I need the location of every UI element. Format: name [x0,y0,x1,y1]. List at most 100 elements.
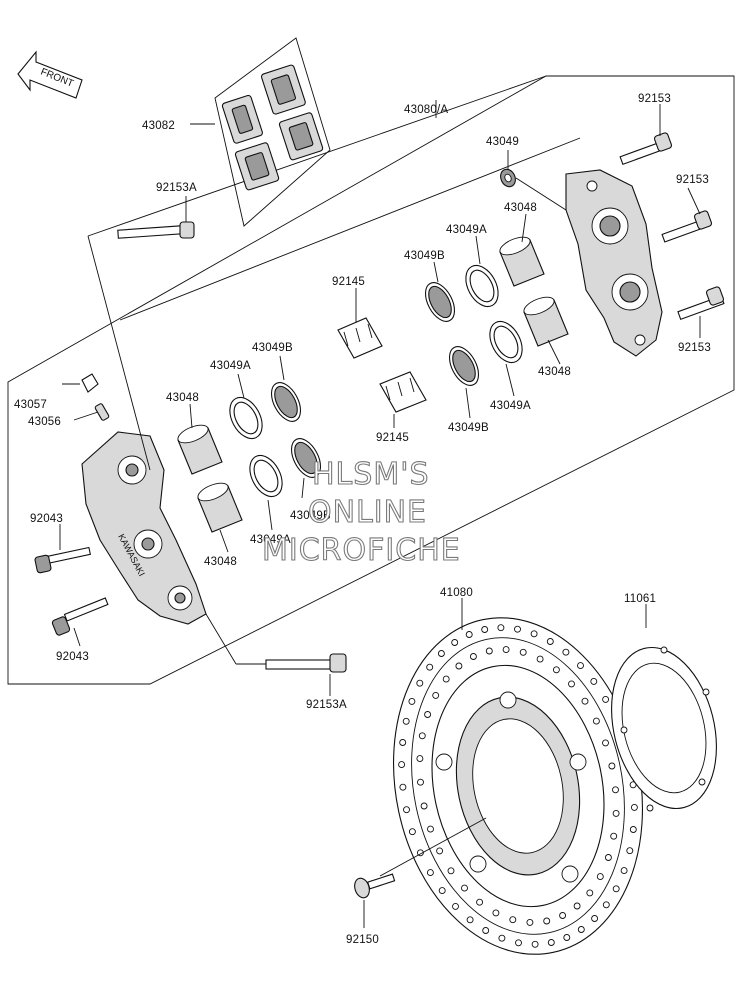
disc-drill-hole [608,762,616,770]
disc-drill-hole [573,902,581,910]
right-caliper-body [565,169,663,357]
disc-drill-hole [620,867,628,875]
disc-drill-hole [417,778,424,786]
label-43080a: 43080/A [404,104,448,116]
disc-drill-hole [451,639,459,646]
brake-pad-set [214,37,331,227]
disc-drill-hole [485,647,493,655]
label-43049a-l2: 43049A [250,534,291,546]
disc-drill-hole [546,638,554,645]
disc-drill-hole [562,648,570,656]
disc-drill-hole [497,624,505,632]
brake-disc [392,617,644,955]
label-43049b-r2: 43049B [448,422,489,434]
label-92153-mid: 92153 [676,174,709,186]
piston-left-upper [177,424,223,475]
disc-drill-hole [519,648,527,656]
disc-drill-hole [592,717,600,725]
disc-drill-hole [438,887,446,895]
disc-drill-hole [502,646,510,654]
disc-drill-hole [399,739,407,746]
disc-drill-hole [563,934,571,941]
pad-spring-lower [379,371,427,413]
disc-drill-hole [437,650,445,657]
disc-drill-hole [398,761,406,769]
disc-drill-hole [612,885,620,893]
label-92145-top: 92145 [332,276,365,288]
seal-rings [229,264,523,498]
disc-drill-hole [426,663,434,671]
disc-drill-hole [418,732,426,740]
label-43048-r1: 43048 [504,202,537,214]
piston-right-lower [523,296,569,347]
disc-drill-hole [509,916,517,924]
disc-drill-hole [427,825,434,833]
disc-drill-hole [531,940,539,948]
disc-drill-hole [577,926,585,933]
label-43048-l1: 43048 [166,392,199,404]
label-41080: 41080 [440,587,473,599]
disc-drill-hole [590,677,598,685]
disc-drill-hole [432,691,440,699]
disc-drill-hole [469,653,477,660]
label-43049b-r1: 43049B [404,250,445,262]
label-43056: 43056 [28,416,61,428]
label-43049a-r1: 43049A [446,224,487,236]
bolt-92153a-top [117,221,195,239]
disc-drill-hole [604,854,612,861]
boundary-divider-2 [119,137,581,321]
disc-drill-hole [420,802,428,810]
bolt-92043-bottom [51,597,109,636]
part-labels: 43082 43080/A 92153 43049 92153 92153A 4… [14,93,711,946]
bolt-92153-top [619,132,673,166]
disc-drill-hole [416,679,424,687]
left-caliper-body: KAWASAKI [81,431,207,625]
boundary-divider [87,75,547,237]
disc-drill-hole [416,755,424,763]
bolt-92153-mid [661,210,713,243]
disc-drill-hole [543,917,551,925]
bleeder-cap [62,373,99,393]
watermark: HLSM'S ONLINE MICROFICHE [261,456,461,568]
watermark-line3: MICROFICHE [262,533,461,568]
disc-drill-hole [466,916,474,924]
disc-drill-hole [591,915,599,922]
label-92043-bottom: 92043 [56,651,89,663]
disc-drill-hole [630,803,638,811]
label-43082: 43082 [142,120,175,132]
front-arrow-icon: FRONT [17,50,83,99]
disc-drill-hole [442,675,450,683]
disc-drill-hole [610,832,618,840]
disc-drill-hole [447,867,455,875]
bolt-92153-right [677,286,725,320]
bleeder-valve [73,403,110,421]
disc-drill-hole [481,626,489,633]
disc-drill-hole [436,847,444,855]
label-43049a-r2: 43049A [490,400,531,412]
disc-drill-hole [514,625,521,633]
disc-drill-hole [586,889,594,897]
bolt-92150 [354,873,396,899]
disc-drill-hole [612,809,620,817]
label-92153a-bottom: 92153A [306,699,347,711]
disc-drill-hole [626,847,634,855]
disc-drill-hole [530,630,538,638]
disc-drill-hole [455,662,463,670]
label-92043-top: 92043 [30,513,63,525]
disc-drill-hole [452,902,459,910]
disc-drill-hole [612,786,619,794]
disc-drill-hole [581,697,589,705]
label-43049a-l1: 43049A [210,360,251,372]
disc-drill-hole [568,680,575,688]
label-92153-top: 92153 [638,93,671,105]
piston-left-lower [197,482,243,533]
bolt-92153a-bottom [265,653,347,673]
label-43048-r2: 43048 [538,366,571,378]
disc-drill-hole [629,826,637,833]
label-11061: 11061 [624,593,656,605]
bolt-92043-top [34,546,92,574]
disc-drill-hole [461,884,468,892]
disc-drill-hole [424,711,432,718]
disc-drill-hole [408,828,416,836]
